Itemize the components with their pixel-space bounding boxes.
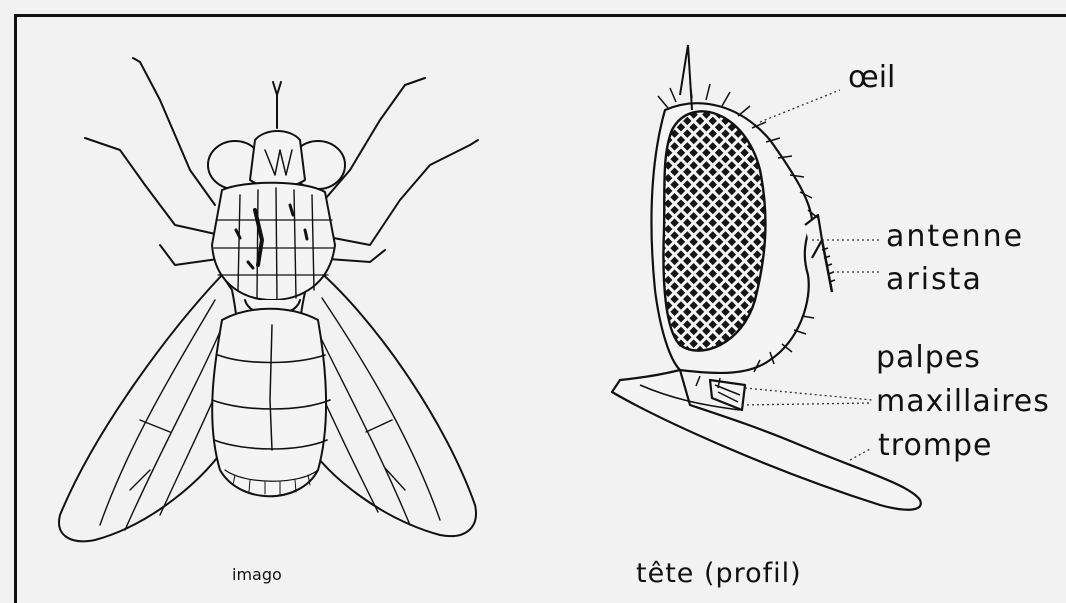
mid-left-leg bbox=[85, 138, 220, 235]
label-oeil: œil bbox=[848, 60, 895, 95]
proboscis bbox=[612, 370, 921, 510]
front-right-leg bbox=[320, 78, 425, 205]
fly-thorax bbox=[212, 183, 335, 300]
leader-trompe bbox=[850, 448, 872, 460]
fly-imago-drawing bbox=[59, 58, 478, 541]
label-trompe: trompe bbox=[878, 428, 993, 463]
caption-imago: imago bbox=[232, 565, 282, 584]
leader-oeil bbox=[760, 90, 840, 122]
leader-maxillaires bbox=[742, 403, 872, 405]
fly-abdomen bbox=[212, 309, 330, 497]
leader-palpes bbox=[745, 388, 872, 400]
front-left-leg bbox=[140, 62, 215, 205]
label-palpes: palpes bbox=[876, 340, 981, 375]
label-antenne: antenne bbox=[886, 219, 1024, 254]
head-profile-drawing bbox=[612, 45, 921, 510]
caption-tete-profil: tête (profil) bbox=[636, 558, 802, 589]
label-arista: arista bbox=[886, 262, 983, 297]
label-maxillaires: maxillaires bbox=[876, 384, 1050, 419]
fly-head bbox=[208, 82, 345, 189]
compound-eye bbox=[663, 111, 765, 350]
